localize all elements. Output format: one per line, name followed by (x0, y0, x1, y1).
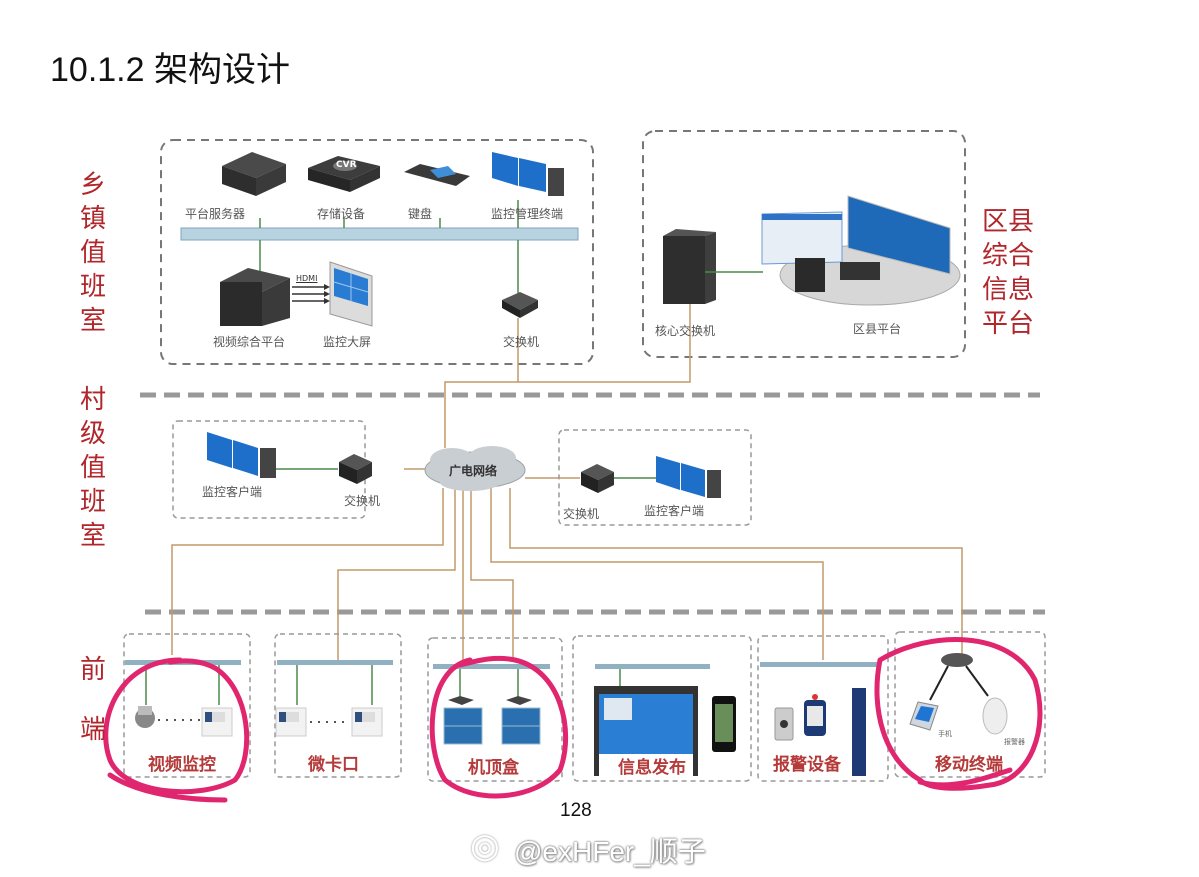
village-left-client-icon (207, 432, 276, 478)
label-township-switch: 交换机 (503, 335, 540, 349)
label-storage: 存储设备 (317, 207, 366, 221)
label-mobile-phone: 手机 (938, 730, 952, 738)
set-top-box-icon (501, 696, 541, 745)
township-bus (180, 227, 579, 241)
county-box (642, 130, 966, 358)
frontend-label-set-top-box: 机顶盒 (468, 758, 519, 778)
video-platform-icon (220, 268, 290, 326)
frontend-label-info-release: 信息发布 (618, 758, 686, 778)
village-left-box (172, 420, 366, 519)
zone-label-township: 乡镇值班室 (79, 170, 106, 336)
storage-cvr-icon (308, 156, 380, 192)
township-box (160, 139, 594, 365)
village-right-switch-icon (581, 464, 614, 493)
monitor-terminal-icon (492, 152, 564, 196)
label-alarm-unit: 报警器 (1004, 738, 1025, 746)
village-left-switch-icon (339, 454, 372, 484)
label-broadband-network: 广电网络 (449, 464, 498, 478)
township-links (259, 200, 519, 293)
label-village-left-client: 监控客户端 (202, 485, 263, 499)
label-platform-server: 平台服务器 (185, 207, 246, 221)
frontend-buses (125, 660, 878, 669)
frontend-label-mobile-terminal: 移动终端 (935, 755, 1003, 775)
watermark: @exHFer_顺子 (514, 836, 706, 867)
frontend-label-micro-checkpoint: 微卡口 (308, 755, 359, 775)
label-monitor-terminal: 监控管理终端 (491, 207, 564, 221)
label-hdmi: HDMI (296, 274, 318, 283)
county-platform-icon (761, 195, 961, 306)
label-village-right-client: 监控客户端 (644, 504, 705, 518)
set-top-box-icon (443, 696, 483, 745)
zone-label-frontend: 前端 (79, 655, 106, 745)
bullet-camera-icon (201, 707, 233, 737)
hdmi-arrows (292, 286, 324, 302)
big-screen-icon (329, 261, 373, 327)
zone-label-village: 村级值班室 (79, 385, 106, 551)
bullet-camera-icon (351, 707, 383, 737)
annotation-circles (103, 637, 1043, 803)
label-village-left-switch: 交换机 (344, 494, 381, 508)
broadband-cloud-icon (424, 446, 526, 491)
section-title: 10.1.2 架构设计 (50, 51, 290, 89)
frontend-boxes (123, 631, 1046, 782)
label-video-platform: 视频综合平台 (213, 335, 286, 349)
village-right-box (558, 429, 752, 526)
mobile-terminal-icons (909, 653, 1008, 735)
label-county-platform: 区县平台 (853, 322, 902, 336)
weibo-logo-icon: ◎ (470, 826, 500, 866)
label-village-right-switch: 交换机 (563, 507, 600, 521)
ptz-camera-icon (135, 706, 155, 728)
zone-label-county: 区县综合信息平台 (981, 207, 1034, 339)
core-switch-icon (663, 229, 716, 304)
info-board-icon (594, 686, 736, 776)
township-switch-icon (502, 292, 538, 318)
label-core-switch: 核心交换机 (655, 324, 716, 338)
frontend-label-alarm-devices: 报警设备 (773, 755, 841, 775)
bullet-camera-icon (275, 707, 307, 737)
label-keyboard: 键盘 (408, 207, 433, 221)
keyboard-icon (404, 164, 470, 186)
village-right-client-icon (656, 456, 721, 498)
page-number: 128 (560, 800, 592, 821)
frontend-label-video-surveillance: 视频监控 (148, 755, 216, 775)
network-links (171, 304, 963, 660)
alarm-device-icons (774, 688, 866, 776)
label-big-screen: 监控大屏 (323, 335, 372, 349)
label-cvr-badge: CVR (336, 160, 357, 170)
platform-server-icon (222, 152, 286, 196)
